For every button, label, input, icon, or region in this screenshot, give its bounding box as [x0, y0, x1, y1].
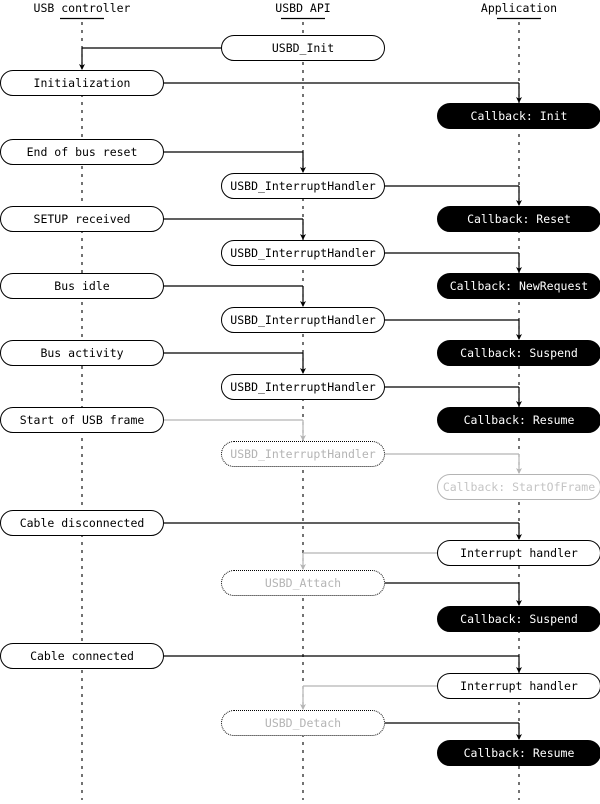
column-header-usbd-api: USBD API [275, 1, 331, 15]
flow-interrupt-handler-2-to-callback-newrequest [385, 252, 522, 273]
flow-cable-disconnected-to-interrupt-handler-app-1 [164, 522, 522, 540]
flow-usbd-detach-to-callback-resume-2 [385, 722, 522, 740]
node-interrupt-handler-2[interactable]: USBD_InterruptHandler [221, 240, 385, 266]
flow-cable-connected-to-interrupt-handler-app-2 [164, 655, 522, 673]
flow-setup-received-to-interrupt-handler-2 [164, 218, 306, 240]
flow-interrupt-handler-4-to-callback-resume-1 [385, 386, 522, 407]
node-callback-newrequest[interactable]: Callback: NewRequest [437, 273, 600, 299]
flow-usbd-init-to-initialization [79, 47, 221, 70]
column-header-application: Application [480, 1, 558, 15]
node-interrupt-handler-4[interactable]: USBD_InterruptHandler [221, 374, 385, 400]
node-callback-init[interactable]: Callback: Init [437, 103, 600, 129]
node-callback-resume-1[interactable]: Callback: Resume [437, 407, 600, 433]
node-interrupt-handler-app-1[interactable]: Interrupt handler [437, 540, 600, 566]
flow-interrupt-handler-app-2-to-usbd-detach [300, 685, 437, 710]
node-cable-disconnected[interactable]: Cable disconnected [0, 510, 164, 536]
node-initialization[interactable]: Initialization [0, 70, 164, 96]
flow-initialization-to-callback-init [164, 82, 522, 103]
node-callback-resume-2[interactable]: Callback: Resume [437, 740, 600, 766]
node-cable-connected[interactable]: Cable connected [0, 643, 164, 669]
node-setup-received[interactable]: SETUP received [0, 206, 164, 232]
node-bus-idle[interactable]: Bus idle [0, 273, 164, 299]
node-callback-startofframe[interactable]: Callback: StartOfFrame [437, 474, 600, 500]
flow-interrupt-handler-5-to-callback-startofframe [385, 453, 522, 474]
flow-start-of-usb-frame-to-interrupt-handler-5 [164, 419, 306, 441]
node-interrupt-handler-5[interactable]: USBD_InterruptHandler [221, 441, 385, 467]
node-callback-suspend-2[interactable]: Callback: Suspend [437, 606, 600, 632]
node-interrupt-handler-app-2[interactable]: Interrupt handler [437, 673, 600, 699]
flow-bus-activity-to-interrupt-handler-4 [164, 352, 306, 374]
node-interrupt-handler-3[interactable]: USBD_InterruptHandler [221, 307, 385, 333]
node-start-of-usb-frame[interactable]: Start of USB frame [0, 407, 164, 433]
flow-bus-idle-to-interrupt-handler-3 [164, 285, 306, 307]
flow-interrupt-handler-3-to-callback-suspend-1 [385, 319, 522, 340]
flow-end-of-bus-reset-to-interrupt-handler-1 [164, 151, 306, 173]
node-callback-suspend-1[interactable]: Callback: Suspend [437, 340, 600, 366]
node-usbd-attach[interactable]: USBD_Attach [221, 570, 385, 596]
column-header-usb-controller: USB controller [33, 1, 131, 15]
node-interrupt-handler-1[interactable]: USBD_InterruptHandler [221, 173, 385, 199]
flow-interrupt-handler-1-to-callback-reset [385, 185, 522, 206]
node-usbd-detach[interactable]: USBD_Detach [221, 710, 385, 736]
node-usbd-init[interactable]: USBD_Init [221, 35, 385, 61]
flow-interrupt-handler-app-1-to-usbd-attach [300, 552, 437, 570]
node-end-of-bus-reset[interactable]: End of bus reset [0, 139, 164, 165]
node-bus-activity[interactable]: Bus activity [0, 340, 164, 366]
flow-usbd-attach-to-callback-suspend-2 [385, 582, 522, 606]
node-callback-reset[interactable]: Callback: Reset [437, 206, 600, 232]
